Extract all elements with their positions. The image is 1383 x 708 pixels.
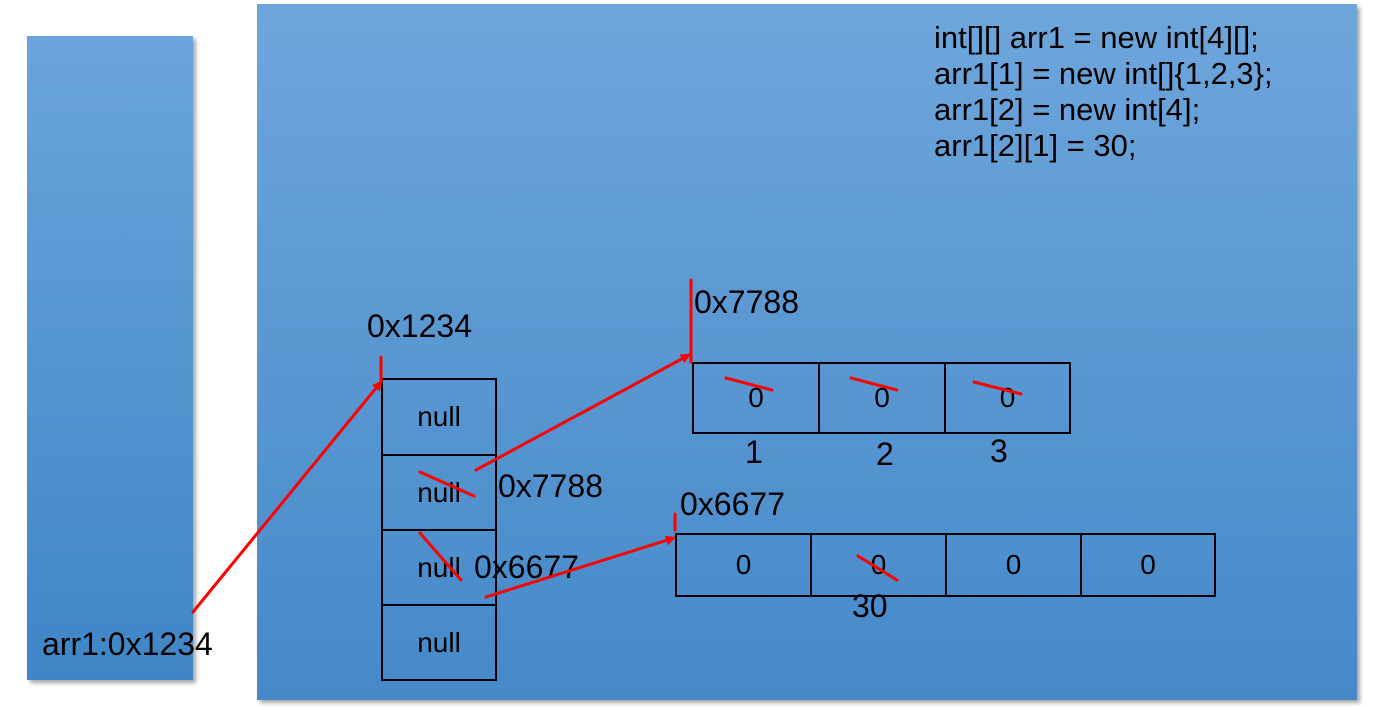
outer-cell-3: null (381, 604, 497, 681)
heap-area (257, 4, 1357, 700)
code-line-3: arr1[2] = new int[4]; (934, 92, 1201, 127)
arrow-outer-to-inner2 (484, 535, 676, 599)
outer-cell-1-ref: 0x7788 (498, 468, 603, 504)
strike-inner1-cell-1 (849, 376, 899, 392)
strike-outer-cell-2 (418, 531, 463, 582)
strike-inner1-cell-0 (724, 376, 774, 392)
inner2-cell-3: 0 (1080, 533, 1216, 597)
inner1-new-value-2: 3 (990, 433, 1008, 469)
strike-outer-cell-1 (418, 470, 476, 498)
stack-variable-label: arr1:0x1234 (42, 626, 213, 662)
inner1-new-value-0: 1 (745, 434, 763, 470)
outer-cell-2-ref: 0x6677 (474, 549, 579, 585)
code-block: int[][] arr1 = new int[4][]; arr1[1] = n… (934, 20, 1273, 164)
strike-inner1-cell-2 (972, 380, 1023, 396)
code-line-1: int[][] arr1 = new int[4][]; (934, 20, 1259, 55)
strike-inner2-cell-1 (856, 554, 899, 582)
code-line-2: arr1[1] = new int[]{1,2,3}; (934, 56, 1273, 91)
code-line-4: arr1[2][1] = 30; (934, 128, 1137, 163)
inner1-new-value-1: 2 (876, 436, 894, 472)
stack-area (27, 36, 193, 680)
arrow-outer-to-inner1 (474, 353, 691, 472)
outer-array-address: 0x1234 (367, 308, 472, 344)
inner2-new-value: 30 (852, 588, 888, 624)
arrow-stack-to-outer (191, 380, 383, 614)
inner-array-1-address: 0x7788 (694, 284, 799, 320)
inner-array-2-address: 0x6677 (680, 486, 785, 522)
